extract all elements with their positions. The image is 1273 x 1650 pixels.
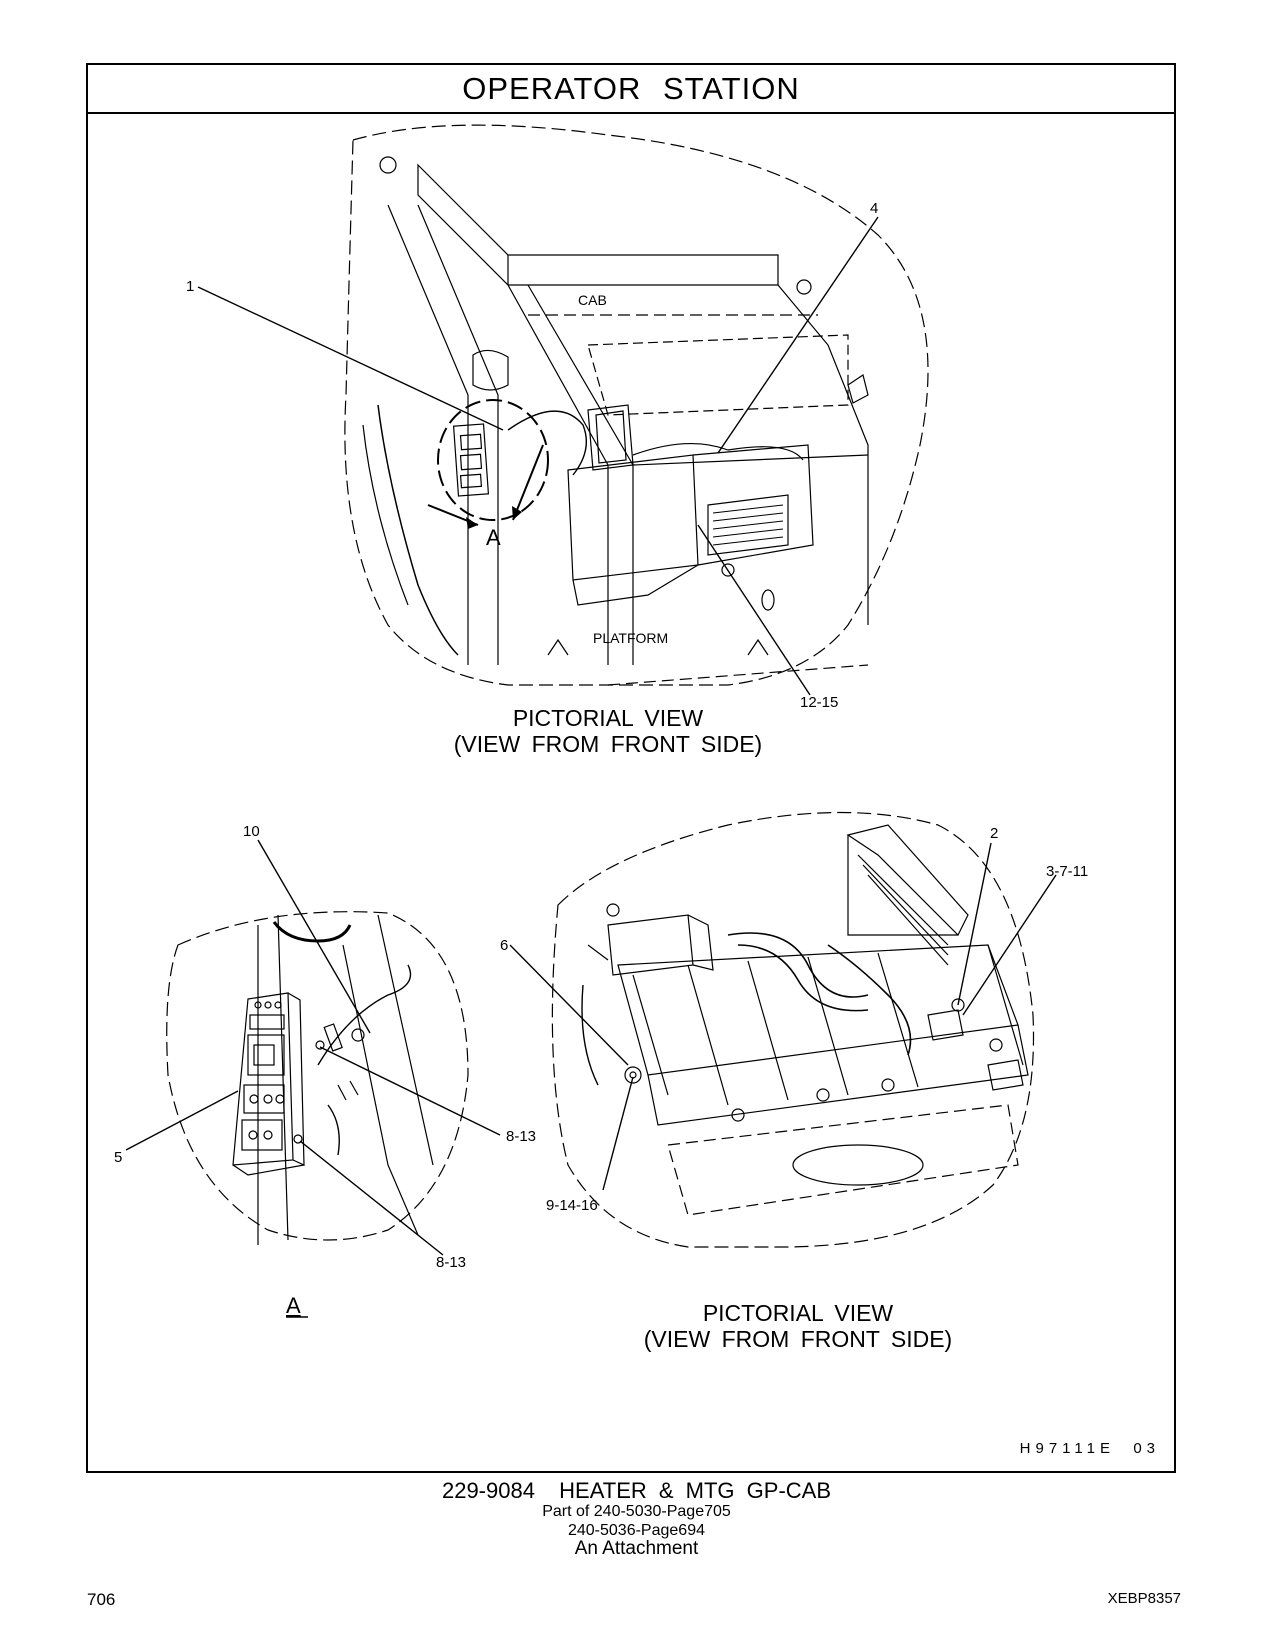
also-reference: 240-5036-Page694 <box>567 1522 705 1539</box>
callout-8-13-upper: 8-13 <box>506 1128 536 1145</box>
cab-label: CAB <box>578 292 607 308</box>
bottom-pictorial-view <box>551 811 1035 1248</box>
callout-2: 2 <box>990 825 998 842</box>
part-title: 229-9084 HEATER & MTG GP-CAB <box>441 1478 832 1503</box>
callout-4: 4 <box>870 200 878 217</box>
document-id: XEBP8357 <box>1107 1590 1181 1607</box>
callout-1: 1 <box>186 278 194 295</box>
view-arrow-label: A <box>486 525 501 550</box>
detail-a-leader-lines <box>125 839 501 1256</box>
diagram-artwork: 1 4 CAB PLATFORM A 12-15 <box>114 124 1088 1318</box>
diagram-frame: OPERATOR STATION <box>86 63 1176 1473</box>
callout-9-14-16: 9-14-16 <box>546 1197 598 1214</box>
bottom-view-caption: PICTORIAL VIEW (VIEW FROM FRONT SIDE) <box>618 1300 978 1352</box>
page-number: 706 <box>87 1590 116 1609</box>
bottom-leader-lines <box>509 842 1057 1191</box>
top-pictorial-view <box>344 124 929 686</box>
top-view-caption-line1: PICTORIAL VIEW <box>512 705 704 731</box>
detail-a-label: A <box>286 1293 301 1318</box>
callout-6: 6 <box>500 937 508 954</box>
bottom-view-caption-line2: (VIEW FROM FRONT SIDE) <box>643 1326 953 1352</box>
callout-5: 5 <box>114 1149 122 1166</box>
detail-a-view <box>166 911 469 1245</box>
top-view-caption-line2: (VIEW FROM FRONT SIDE) <box>453 731 763 757</box>
illustration-code: H97111E 03 <box>1019 1440 1160 1457</box>
bottom-view-caption-line1: PICTORIAL VIEW <box>702 1300 894 1326</box>
callout-12-15: 12-15 <box>800 694 838 711</box>
callout-3-7-11: 3-7-11 <box>1046 863 1088 880</box>
platform-label: PLATFORM <box>593 630 668 646</box>
top-leader-lines <box>197 216 879 696</box>
callout-10: 10 <box>243 823 260 840</box>
part-of-reference: Part of 240-5030-Page705 <box>542 1503 731 1520</box>
callout-8-13-lower: 8-13 <box>436 1254 466 1271</box>
attachment-note: An Attachment <box>574 1538 699 1559</box>
diagram-title: OPERATOR STATION <box>88 65 1174 114</box>
top-view-caption: PICTORIAL VIEW (VIEW FROM FRONT SIDE) <box>428 705 788 757</box>
